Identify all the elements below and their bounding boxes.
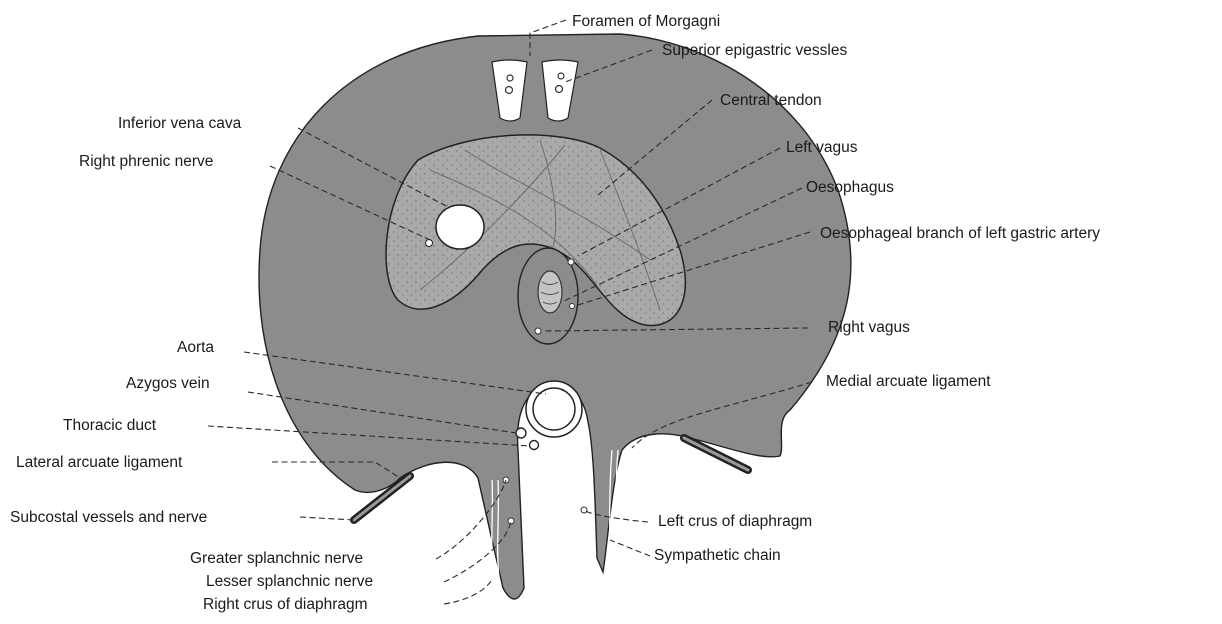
azygos-vein-dot bbox=[516, 428, 526, 438]
label-lateral-arcuate-ligament: Lateral arcuate ligament bbox=[16, 454, 183, 471]
label-left-vagus: Left vagus bbox=[786, 139, 858, 156]
right-phrenic-nerve-dot bbox=[426, 240, 433, 247]
label-thoracic-duct: Thoracic duct bbox=[63, 417, 157, 434]
label-lesser-splanchnic-nerve: Lesser splanchnic nerve bbox=[206, 573, 373, 590]
thoracic-duct-dot bbox=[530, 441, 539, 450]
aorta bbox=[533, 388, 575, 430]
label-sympathetic-chain: Sympathetic chain bbox=[654, 547, 781, 564]
label-right-crus-of-diaphragm: Right crus of diaphragm bbox=[203, 596, 368, 613]
label-subcostal-vessels-and-nerve: Subcostal vessels and nerve bbox=[10, 509, 207, 526]
label-superior-epigastric-vessels: Superior epigastric vessles bbox=[662, 42, 847, 59]
label-central-tendon: Central tendon bbox=[720, 92, 822, 109]
label-foramen-of-morgagni: Foramen of Morgagni bbox=[572, 13, 720, 30]
label-azygos-vein: Azygos vein bbox=[126, 375, 210, 392]
inferior-vena-cava-opening bbox=[436, 205, 484, 249]
label-oesophageal-branch: Oesophageal branch of left gastric arter… bbox=[820, 225, 1100, 242]
label-right-phrenic-nerve: Right phrenic nerve bbox=[79, 153, 213, 170]
label-oesophagus: Oesophagus bbox=[806, 179, 894, 196]
label-right-vagus: Right vagus bbox=[828, 319, 910, 336]
label-aorta: Aorta bbox=[177, 339, 214, 356]
label-medial-arcuate-ligament: Medial arcuate ligament bbox=[826, 373, 991, 390]
label-left-crus-of-diaphragm: Left crus of diaphragm bbox=[658, 513, 812, 530]
label-inferior-vena-cava: Inferior vena cava bbox=[118, 115, 242, 132]
label-greater-splanchnic-nerve: Greater splanchnic nerve bbox=[190, 550, 363, 567]
